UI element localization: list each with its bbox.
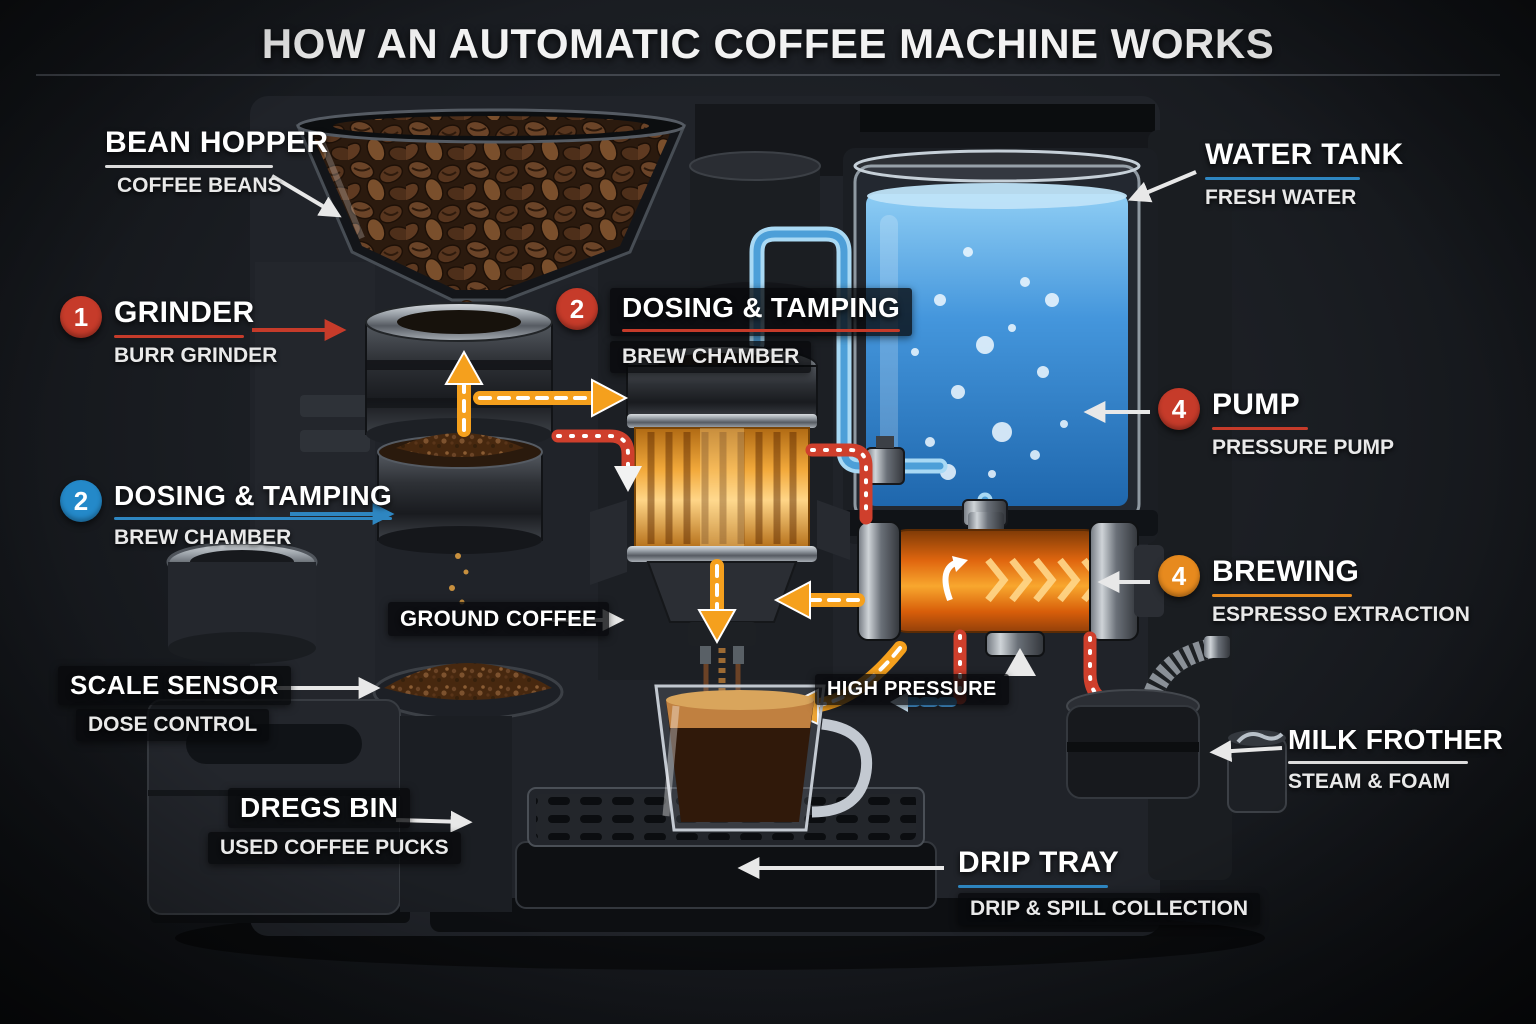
label-high-pressure: HIGH PRESSURE [815,674,1009,705]
label-brewing: 4 BREWING ESPRESSO EXTRACTION [1158,555,1470,627]
step-badge-pump: 4 [1158,388,1200,430]
step-badge-dosing-left: 2 [60,480,102,522]
label-water-tank: WATER TANK FRESH WATER [1205,138,1404,209]
step-badge-grinder: 1 [60,296,102,338]
label-grinder: 1 GRINDER BURR GRINDER [60,296,277,368]
callout-arrows [252,170,1283,879]
label-pump: 4 PUMP PRESSURE PUMP [1158,388,1394,460]
label-milk-frother: MILK FROTHER STEAM & FOAM [1288,724,1504,793]
bean-hopper-arrow [270,174,342,218]
label-dosing-tamping-left: 2 DOSING & TAMPING BREW CHAMBER [60,480,393,550]
label-dosing-tamping-center: 2 DOSING & TAMPING BREW CHAMBER [556,288,913,373]
water-tank-arrow [1127,170,1197,203]
milk-frother-arrow [1209,740,1283,763]
label-drip-tray: DRIP TRAY DRIP & SPILL COLLECTION [958,846,1261,925]
label-bean-hopper: BEAN HOPPER COFFEE BEANS [105,126,329,197]
step-badge-brewing: 4 [1158,555,1200,597]
label-scale-sensor: SCALE SENSOR DOSE CONTROL [58,666,291,741]
label-ground-coffee: GROUND COFFEE [388,602,610,636]
label-dregs-bin: DREGS BIN USED COFFEE PUCKS [208,788,461,864]
step-badge-dosing-center: 2 [556,288,598,330]
